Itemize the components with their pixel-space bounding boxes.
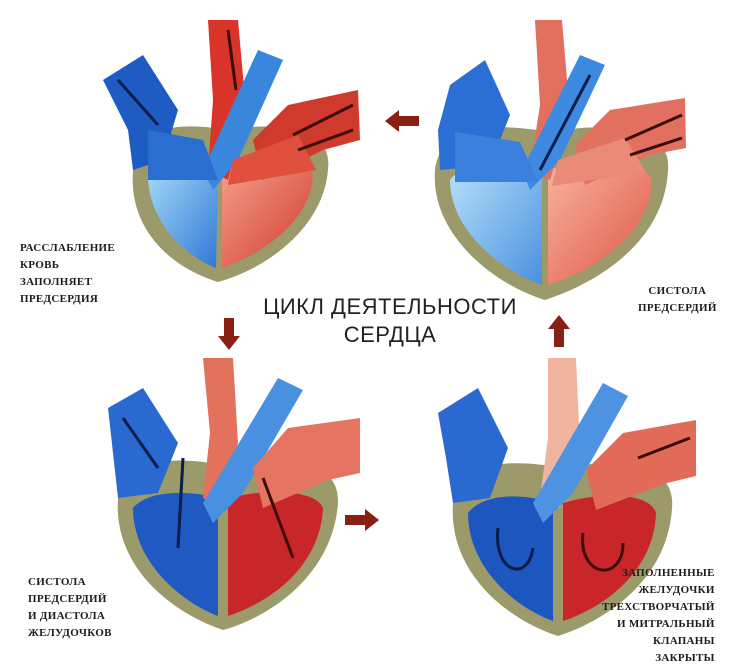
title-line-2: СЕРДЦА bbox=[245, 321, 535, 349]
label-atrial-systole-ventricular-diastole: СИСТОЛА ПРЕДСЕРДИЙ И ДИАСТОЛА ЖЕЛУДОЧКОВ bbox=[28, 574, 112, 642]
title-line-1: ЦИКЛ ДЕЯТЕЛЬНОСТИ bbox=[245, 293, 535, 321]
heart-relaxation bbox=[88, 20, 363, 290]
arrow-up bbox=[548, 315, 570, 347]
label-atrial-systole: СИСТОЛА ПРЕДСЕРДИЙ bbox=[638, 283, 717, 317]
heart-atrial-systole bbox=[410, 20, 690, 305]
arrow-right bbox=[345, 509, 379, 531]
heart-ventricular-diastole bbox=[88, 358, 363, 638]
diagram-title: ЦИКЛ ДЕЯТЕЛЬНОСТИ СЕРДЦА bbox=[245, 293, 535, 349]
arrow-left bbox=[385, 110, 419, 132]
arrow-down bbox=[218, 318, 240, 350]
label-ventricles-filled: ЗАПОЛНЕННЫЕ ЖЕЛУДОЧКИ ТРЕХСТВОРЧАТЫЙ И М… bbox=[602, 565, 715, 667]
label-relaxation: РАССЛАБЛЕНИЕ КРОВЬ ЗАПОЛНЯЕТ ПРЕДСЕРДИЯ bbox=[20, 240, 115, 308]
